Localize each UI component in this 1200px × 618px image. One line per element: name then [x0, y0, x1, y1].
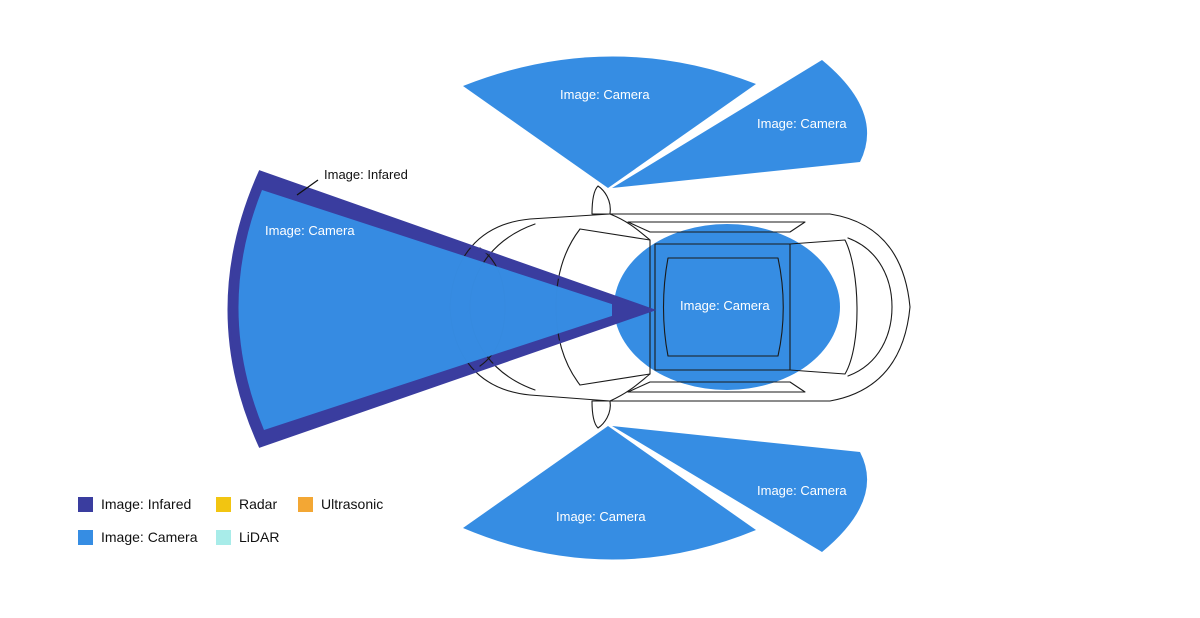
- zone-label-interior: Image: Camera: [680, 298, 770, 313]
- zone-label-front-top: Image: Camera: [560, 87, 650, 102]
- legend-label-infrared: Image: Infared: [101, 496, 192, 512]
- zone-label-rear-wide: Image: Camera: [265, 223, 355, 238]
- infrared-callout-label: Image: Infared: [324, 167, 408, 182]
- infrared-band-edge: [227, 170, 657, 448]
- side-bottom-camera-zone: [612, 426, 868, 552]
- front-bottom-camera-zone: [463, 426, 756, 560]
- side-top-camera-zone: [612, 60, 868, 188]
- legend: Image: Infared Radar Ultrasonic Image: C…: [78, 494, 418, 554]
- front-top-camera-zone: [463, 56, 756, 188]
- legend-swatch-camera: [78, 529, 93, 545]
- zone-label-front-bottom: Image: Camera: [556, 509, 646, 524]
- legend-swatch-infrared: [78, 496, 93, 512]
- legend-item-ultrasonic: Ultrasonic: [298, 494, 383, 514]
- legend-label-camera: Image: Camera: [101, 529, 198, 545]
- zone-label-side-top: Image: Camera: [757, 116, 847, 131]
- legend-label-lidar: LiDAR: [239, 529, 280, 545]
- legend-swatch-lidar: [216, 529, 231, 545]
- zone-label-side-bottom: Image: Camera: [757, 483, 847, 498]
- legend-label-ultrasonic: Ultrasonic: [321, 496, 384, 512]
- legend-swatch-ultrasonic: [298, 496, 313, 512]
- legend-item-camera: Image: Camera: [78, 527, 197, 547]
- infrared-apex: [612, 296, 652, 324]
- infrared-callout-line: [296, 179, 319, 196]
- legend-label-radar: Radar: [239, 496, 278, 512]
- rear-camera-zone: [238, 190, 630, 430]
- legend-item-lidar: LiDAR: [216, 527, 279, 547]
- legend-item-infrared: Image: Infared: [78, 494, 191, 514]
- legend-swatch-radar: [216, 496, 231, 512]
- interior-camera-zone: [614, 224, 840, 390]
- legend-item-radar: Radar: [216, 494, 277, 514]
